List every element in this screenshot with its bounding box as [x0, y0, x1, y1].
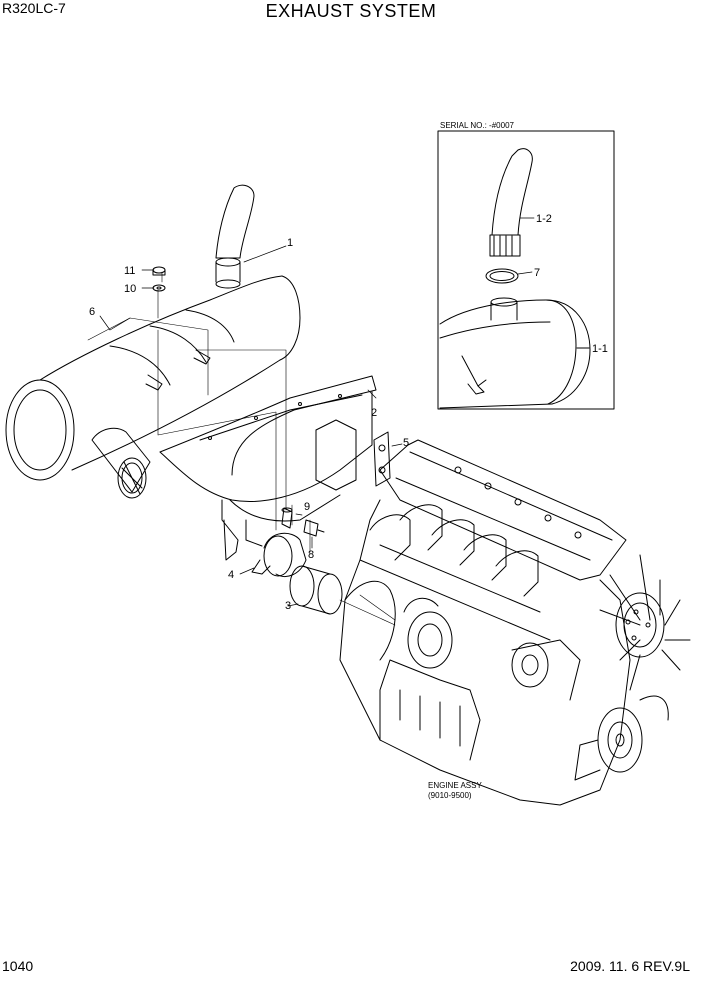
plate-5 — [373, 431, 391, 487]
revision-date: 2009. 11. 6 REV.9L — [570, 958, 690, 974]
serial-inset: SERIAL NO.: -#0007 — [437, 121, 615, 410]
callout-11: 11 — [124, 265, 135, 277]
clamp-4 — [251, 532, 307, 577]
page-title: EXHAUST SYSTEM — [265, 1, 437, 21]
callout-1: 1 — [287, 237, 293, 249]
engine-label: ENGINE ASSY (9010-9500) — [428, 781, 482, 800]
bolts — [281, 507, 325, 537]
callout-4: 4 — [228, 569, 234, 581]
muffler — [5, 184, 301, 499]
serial-label: SERIAL NO.: -#0007 — [440, 121, 515, 130]
engine-assembly — [339, 439, 691, 806]
callout-2: 2 — [371, 407, 377, 419]
callout-labels: 1 1-1 1-2 2 3 4 5 6 7 8 9 10 11 — [89, 213, 608, 612]
callout-8: 8 — [308, 549, 314, 561]
callout-5: 5 — [403, 437, 409, 449]
callout-1-2: 1-2 — [536, 213, 552, 225]
callout-10: 10 — [124, 283, 136, 295]
page-number: 1040 — [2, 958, 34, 974]
pipe-3 — [289, 565, 343, 615]
nut-washer — [152, 266, 166, 292]
callout-6: 6 — [89, 306, 95, 318]
engine-label-line2: (9010-9500) — [428, 791, 472, 800]
model-code: R320LC-7 — [2, 0, 66, 16]
guide-lines — [87, 271, 396, 626]
callout-1-1: 1-1 — [592, 343, 608, 355]
callout-7: 7 — [534, 267, 540, 279]
leader-lines — [99, 217, 535, 607]
callout-3: 3 — [285, 600, 291, 612]
engine-label-line1: ENGINE ASSY — [428, 781, 482, 790]
support-bracket — [159, 375, 377, 561]
callout-9: 9 — [304, 501, 310, 513]
